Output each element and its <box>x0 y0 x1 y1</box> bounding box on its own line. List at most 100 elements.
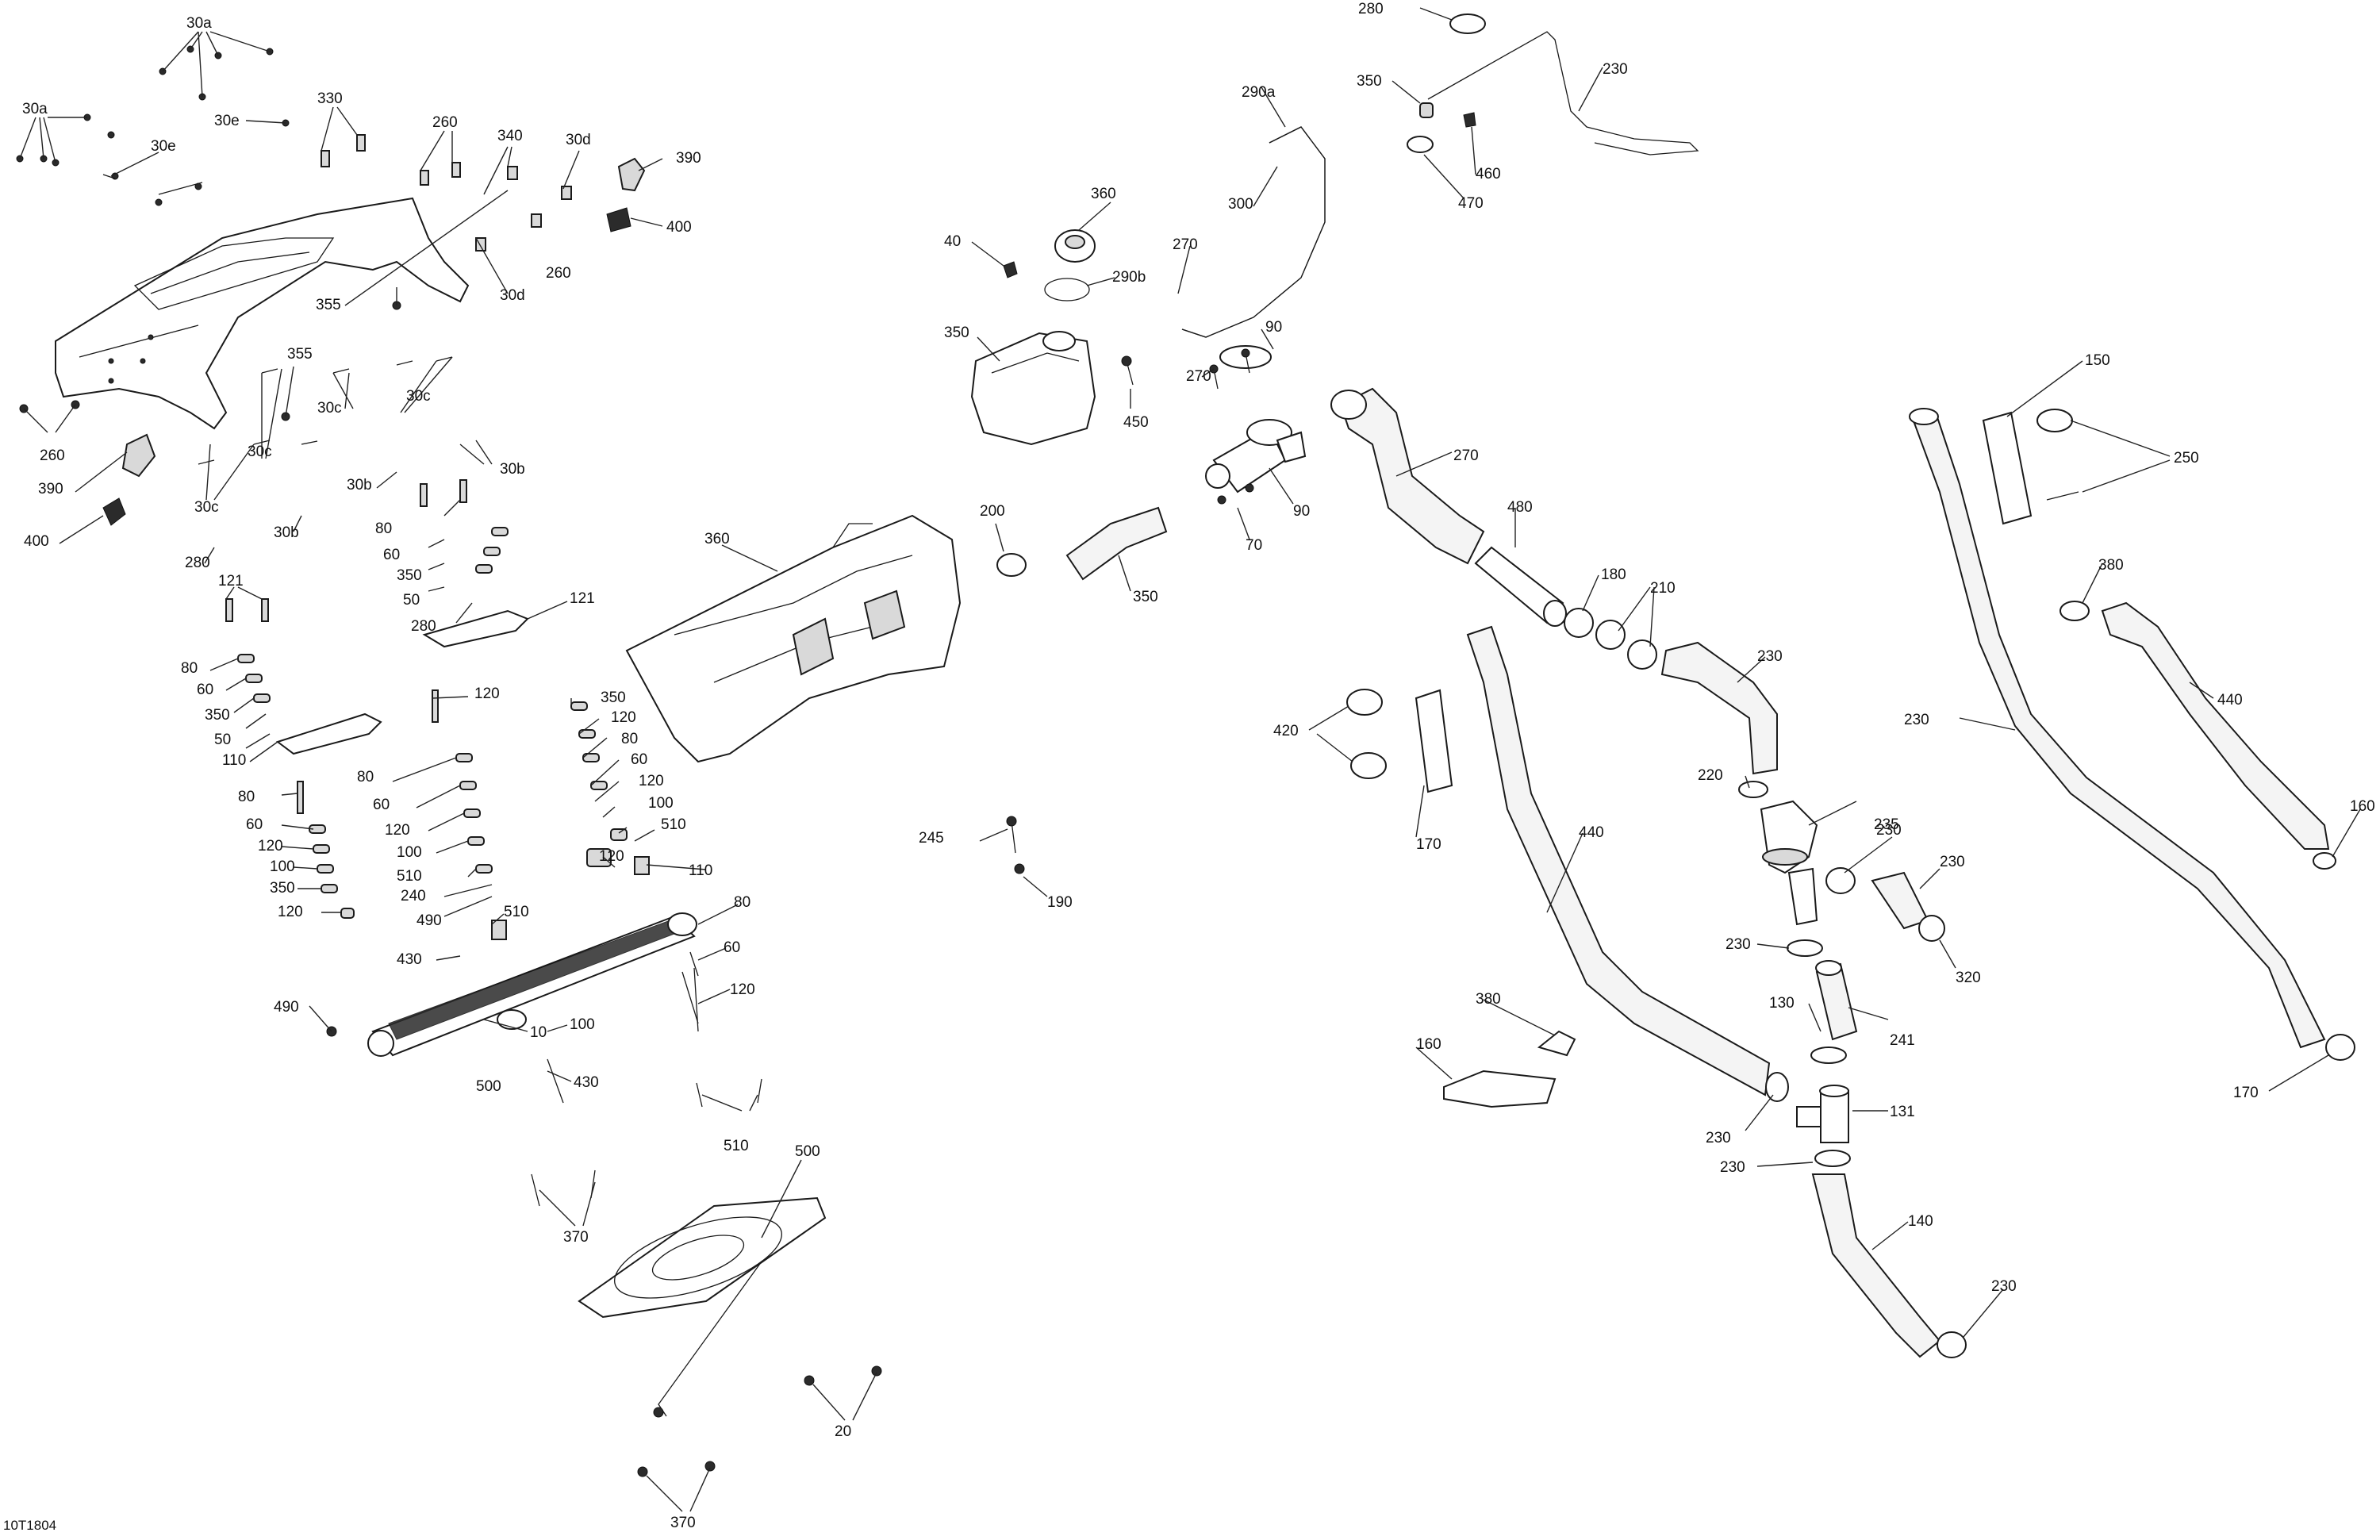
clamp-230-and-seals-420 <box>1564 608 1657 670</box>
callout: 420 <box>1273 723 1299 739</box>
hose-190 <box>1065 506 1168 581</box>
callout: 121 <box>570 590 595 607</box>
callout: 450 <box>1123 414 1149 431</box>
callout: 490 <box>274 999 299 1016</box>
bolt-90-reservoir <box>1121 355 1134 386</box>
pipe-210 <box>1474 546 1567 627</box>
callout: 380 <box>2098 557 2124 574</box>
bracket-220 <box>1537 1030 1576 1057</box>
hose-130-and-clamp-241 <box>1871 871 1945 942</box>
callout: 120 <box>639 773 664 789</box>
bleed-line-470 <box>1427 31 1699 156</box>
callout: 390 <box>38 481 63 497</box>
bolt-280-center <box>1006 816 1025 874</box>
callout: 350 <box>944 325 969 341</box>
hose-170-right <box>1909 408 2326 1049</box>
clip-390-400-left <box>102 433 156 526</box>
callout: 230 <box>1757 648 1783 665</box>
callout: 160 <box>1416 1036 1441 1053</box>
callout: 440 <box>2217 692 2243 709</box>
callout: 90 <box>1293 503 1310 520</box>
callout: 270 <box>1186 368 1211 385</box>
fitting-460-480 <box>1407 102 1476 153</box>
callout: 260 <box>432 114 458 131</box>
clamp-230-top <box>1449 13 1486 34</box>
callout: 230 <box>1940 854 1965 870</box>
callout: 370 <box>563 1229 589 1246</box>
callout: 440 <box>1579 824 1604 841</box>
callout: 240 <box>401 888 426 904</box>
callout: 290a <box>1242 84 1276 101</box>
callout: 250 <box>2174 450 2199 467</box>
callout: 480 <box>1507 499 1533 516</box>
callout: 260 <box>40 447 65 464</box>
callout: 300 <box>1228 196 1253 213</box>
callout: 70 <box>1246 537 1262 554</box>
callout: 30e <box>214 113 240 129</box>
callout: 355 <box>287 346 313 363</box>
reservoir-cap-290b <box>1054 229 1096 263</box>
callout: 60 <box>197 682 213 698</box>
callout: 120 <box>385 822 410 839</box>
callout: 280 <box>185 555 210 571</box>
callout: 320 <box>1956 970 1981 986</box>
callout: 200 <box>980 503 1005 520</box>
callout: 130 <box>1769 995 1795 1012</box>
callout: 80 <box>375 520 392 537</box>
callout: 110 <box>222 752 246 769</box>
callout: 290b <box>1112 269 1146 286</box>
callout: 220 <box>1698 767 1723 784</box>
callout: 80 <box>181 660 198 677</box>
radiator-core-10 <box>367 912 699 1057</box>
callout: 510 <box>724 1138 749 1154</box>
hose-160-right <box>2059 601 2330 850</box>
callout: 350 <box>601 689 626 706</box>
callout: 400 <box>24 533 49 550</box>
callout: 80 <box>238 789 255 805</box>
callout: 230 <box>1706 1130 1731 1146</box>
callout: 230 <box>1876 822 1902 839</box>
callout: 360 <box>704 531 730 547</box>
callout: 510 <box>504 904 529 920</box>
callout: 340 <box>497 128 523 144</box>
callout: 460 <box>1476 166 1501 182</box>
clamp-495-and-250-right <box>2313 852 2355 1061</box>
callout: 30b <box>500 461 525 478</box>
thermostat-housing-200 <box>1205 419 1307 493</box>
callout: 110 <box>689 862 712 879</box>
figure-code: 10T1804 <box>3 1518 56 1533</box>
callout: 241 <box>1890 1032 1915 1049</box>
callout: 131 <box>1890 1104 1915 1120</box>
callout: 350 <box>205 707 230 724</box>
callout: 30a <box>22 101 48 117</box>
callout: 100 <box>270 858 295 875</box>
clamp-245 <box>996 553 1027 577</box>
callout: 280 <box>1358 1 1384 17</box>
callout: 30d <box>566 132 591 148</box>
callout: 60 <box>631 751 647 768</box>
callout: 30c <box>194 499 219 516</box>
mount-bracket-50-upper <box>422 609 529 648</box>
callout: 270 <box>1453 447 1479 464</box>
callout: 350 <box>397 567 422 584</box>
callout: 60 <box>383 547 400 563</box>
callout: 120 <box>599 848 624 865</box>
callout: 60 <box>724 939 740 956</box>
bolt-350-reservoir <box>1003 261 1018 278</box>
callout: 390 <box>676 150 701 167</box>
callout: 380 <box>1476 991 1501 1008</box>
callout: 60 <box>246 816 263 833</box>
callout: 120 <box>258 838 283 854</box>
callout: 100 <box>397 844 422 861</box>
tee-fitting-140 <box>1796 1085 1849 1143</box>
air-duct-40 <box>625 514 962 763</box>
callout: 80 <box>734 894 750 911</box>
callout: 430 <box>574 1074 599 1091</box>
callout: 40 <box>944 233 961 250</box>
fan-shroud-20 <box>578 1196 827 1418</box>
gasket-300 <box>1044 278 1090 301</box>
callout: 120 <box>278 904 303 920</box>
callout: 30b <box>274 524 299 541</box>
callout: 370 <box>670 1515 696 1531</box>
callout: 510 <box>397 868 422 885</box>
